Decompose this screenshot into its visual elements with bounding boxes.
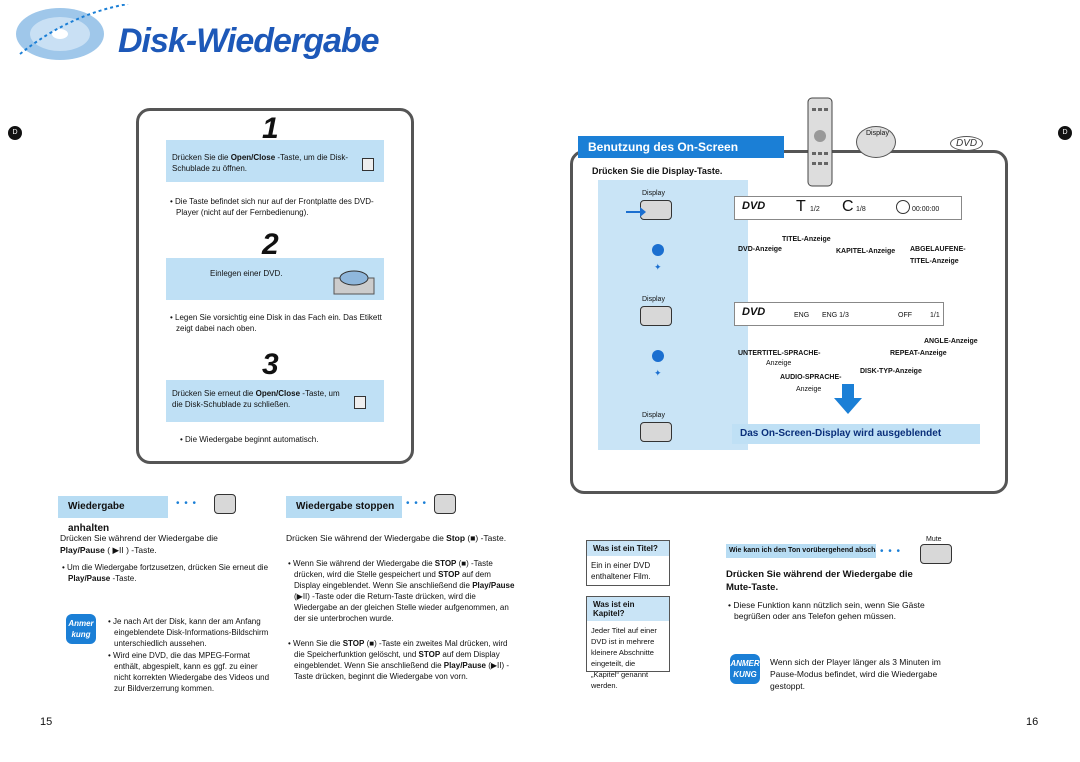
label-subtitle-1: UNTERTITEL-SPRACHE- [738, 350, 821, 357]
osd-off: OFF [898, 312, 912, 319]
osd-time: 00:00:00 [912, 206, 940, 213]
step-1-number: 1 [262, 112, 279, 145]
play-pause-icon [214, 494, 236, 514]
side-tag-right: D [1058, 126, 1072, 140]
step-1-text: Drücken Sie die [172, 153, 231, 162]
display-label-1: Display [642, 190, 665, 197]
q-title-head: Was ist ein Titel? [587, 541, 669, 556]
step-dot-2 [652, 350, 664, 362]
q-title-body: Ein in einer DVD enthaltener Film. [591, 561, 651, 581]
step-3-box: Drücken Sie erneut die Open/Close -Taste… [166, 380, 384, 422]
display-button-bubble [856, 126, 896, 158]
q-chapter-box: Was ist ein Kapitel? Jeder Titel auf ein… [586, 596, 670, 690]
osd-title-value: 1/2 [810, 206, 820, 213]
disc-tray-icon [333, 270, 375, 295]
q-title-box: Was ist ein Titel? Ein in einer DVD enth… [586, 540, 670, 586]
label-elapsed-1: ABGELAUFENE- [910, 246, 966, 253]
step-2-bullet: • Legen Sie vorsichtig eine Disk in das … [170, 313, 382, 333]
label-subtitle-2: Anzeige [766, 360, 792, 367]
step-3-number: 3 [262, 348, 279, 381]
down-arrow-2: ✦ [654, 368, 662, 378]
step-dot-1 [652, 244, 664, 256]
display-button-2 [640, 306, 672, 326]
page-title: Disk-Wiedergabe [118, 22, 380, 60]
display-steps-box [598, 180, 748, 450]
stop-icon [434, 494, 456, 514]
eject-button-icon [362, 158, 374, 171]
pause-bullet: • Um die Wiedergabe fortzusetzen, drücke… [62, 563, 269, 583]
label-audio-1: AUDIO-SPRACHE- [780, 374, 842, 381]
stop-bullet-1: • Wenn Sie während der Wiedergabe die ST… [288, 559, 515, 623]
dots-2: • • • [406, 498, 428, 509]
dvd-logo: DVD [950, 136, 984, 151]
step-2-number: 2 [262, 228, 279, 261]
q-chapter-body: Jeder Titel auf einer DVD ist in mehrere… [591, 626, 657, 690]
big-down-arrow [834, 384, 862, 414]
page-number-left: 15 [40, 716, 53, 728]
label-disk: DISK-TYP-Anzeige [860, 368, 922, 375]
stop-heading: Wiedergabe stoppen [286, 496, 402, 518]
mute-bullet: • Diese Funktion kann nützlich sein, wen… [728, 600, 925, 621]
step-1-key: Open/Close [230, 153, 276, 162]
step-2-text: Einlegen einer DVD. [210, 269, 283, 278]
dots-3: • • • [880, 546, 902, 557]
clock-icon [896, 200, 910, 214]
mute-question: Wie kann ich den Ton vorübergehend absch… [726, 544, 876, 558]
label-title: TITEL-Anzeige [782, 236, 831, 243]
note-badge-left: Anmer kung [66, 614, 96, 644]
mute-button-icon [920, 544, 952, 564]
step-3-bullet: • Die Wiedergabe beginnt automatisch. [180, 435, 319, 444]
osd-title-letter: T [796, 198, 806, 215]
osd-angle: 1/1 [930, 312, 940, 319]
osd-bar-2 [734, 302, 944, 326]
pause-heading: Wiedergabe anhalten [58, 496, 168, 534]
mute-instruction: Drücken Sie während der Wiedergabe die M… [726, 569, 913, 593]
pause-note-1: • Je nach Art der Disk, kann der am Anfa… [108, 617, 269, 648]
label-dvd: DVD-Anzeige [738, 246, 782, 253]
mute-note: Wenn sich der Player länger als 3 Minute… [770, 657, 941, 691]
eject-button-icon-2 [354, 396, 366, 409]
side-tag-left: D [8, 126, 22, 140]
stop-intro: Drücken Sie während der Wiedergabe die S… [286, 533, 507, 543]
stop-bullet-2: • Wenn Sie die STOP (■) -Taste ein zweit… [288, 639, 510, 681]
display-label-3: Display [642, 412, 665, 419]
step-1-box: Drücken Sie die Open/Close -Taste, um di… [166, 140, 384, 182]
page-number-right: 16 [1026, 716, 1039, 728]
remote-control-icon [807, 97, 833, 187]
osd-sub: Drücken Sie die Display-Taste. [592, 166, 723, 176]
note-badge-right: ANMER KUNG [730, 654, 760, 684]
label-elapsed-2: TITEL-Anzeige [910, 258, 959, 265]
osd-chapter-letter: C [842, 198, 854, 215]
osd-dvd-badge-2: DVD [742, 306, 766, 318]
osd-banner: Benutzung des On-Screen Display [578, 136, 784, 176]
disc-graphic [16, 4, 129, 60]
pause-note-2: • Wird eine DVD, die das MPEG-Format ent… [108, 651, 270, 693]
step-1-bullet: • Die Taste befindet sich nur auf der Fr… [170, 197, 374, 217]
down-arrow-1: ✦ [654, 262, 662, 272]
osd-bar-1 [734, 196, 962, 220]
label-repeat: REPEAT-Anzeige [890, 350, 947, 357]
q-chapter-head: Was ist ein Kapitel? [587, 597, 669, 621]
mute-label: Mute [926, 536, 942, 543]
osd-subtitle: ENG 1/3 [822, 312, 849, 319]
osd-chapter-value: 1/8 [856, 206, 866, 213]
label-angle: ANGLE-Anzeige [924, 338, 978, 345]
label-audio-2: Anzeige [796, 386, 822, 393]
display-button-3 [640, 422, 672, 442]
dots: • • • [176, 498, 198, 509]
pointer-arrow [626, 207, 646, 217]
osd-dvd-badge: DVD [742, 200, 766, 212]
osd-lang: ENG [794, 312, 810, 319]
label-chapter: KAPITEL-Anzeige [836, 248, 896, 255]
display-label-top: Display [866, 130, 889, 137]
step-1-text-post: -Taste, um die Disk-Schublade zu öffnen. [172, 153, 349, 173]
display-label-2: Display [642, 296, 665, 303]
osd-hidden-message: Das On-Screen-Display wird ausgeblendet [732, 424, 980, 444]
